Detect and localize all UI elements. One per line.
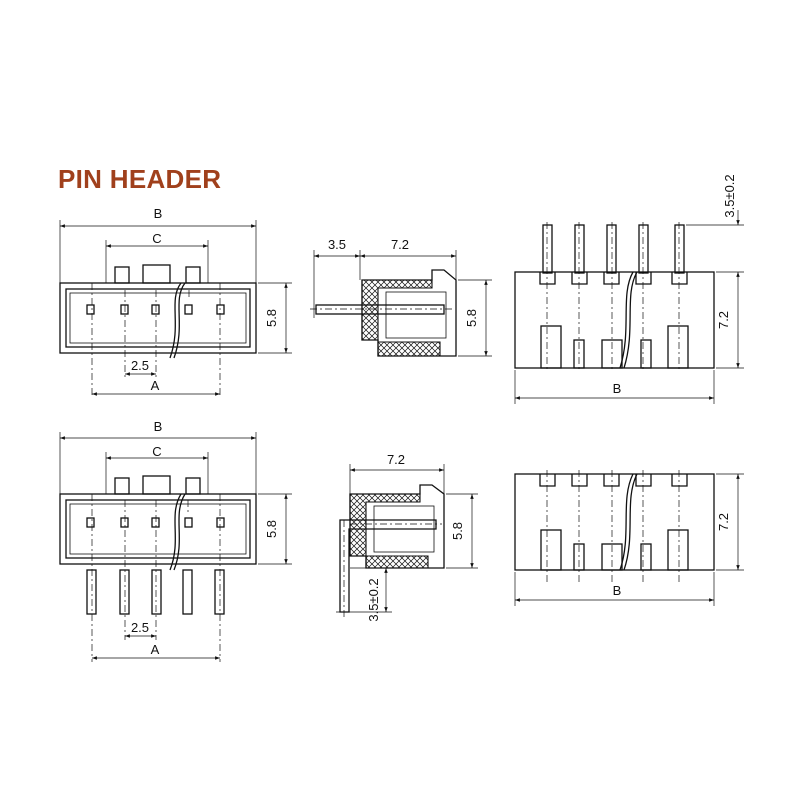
dim-pin-offset-label: 3.5: [328, 237, 346, 252]
page-title: PIN HEADER: [58, 164, 222, 194]
front-view-right-angle: B C 2.5: [59, 419, 292, 662]
dim-pin-length-top-label: 3.5±0.2: [722, 174, 737, 217]
top-view-right-angle: 7.2 B: [514, 470, 744, 606]
dim-b-right-label: B: [613, 381, 622, 396]
dim-height-bottom-label: 5.8: [264, 520, 279, 538]
dim-b-right-bottom-label: B: [613, 583, 622, 598]
dim-b-label: B: [154, 206, 163, 221]
side-section-straight: 3.5 7.2 5.8: [310, 237, 492, 357]
dim-pitch-label: 2.5: [131, 358, 149, 373]
top-view-straight: 3.5±0.2 7.2 B: [514, 174, 744, 404]
dim-height-side-label: 5.8: [464, 309, 479, 327]
dim-height-side-bottom-label: 5.8: [450, 522, 465, 540]
dim-pin-length-bottom-label: 3.5±0.2: [366, 578, 381, 621]
dim-pitch-bottom-label: 2.5: [131, 620, 149, 635]
dim-depth-right-bottom-label: 7.2: [716, 513, 731, 531]
dim-depth-right-label: 7.2: [716, 311, 731, 329]
dim-b-bottom-label: B: [154, 419, 163, 434]
dim-depth-top-label: 7.2: [391, 237, 409, 252]
dim-a-bottom-label: A: [151, 642, 160, 657]
side-section-right-angle: 7.2 5.8 3.5±0.2: [336, 452, 478, 622]
dim-height-label: 5.8: [264, 309, 279, 327]
dim-c-bottom-label: C: [152, 444, 161, 459]
dim-a-label: A: [151, 378, 160, 393]
dim-c-label: C: [152, 231, 161, 246]
dim-depth-bottom-label: 7.2: [387, 452, 405, 467]
front-view-straight: B C 2.5 A: [59, 206, 292, 398]
